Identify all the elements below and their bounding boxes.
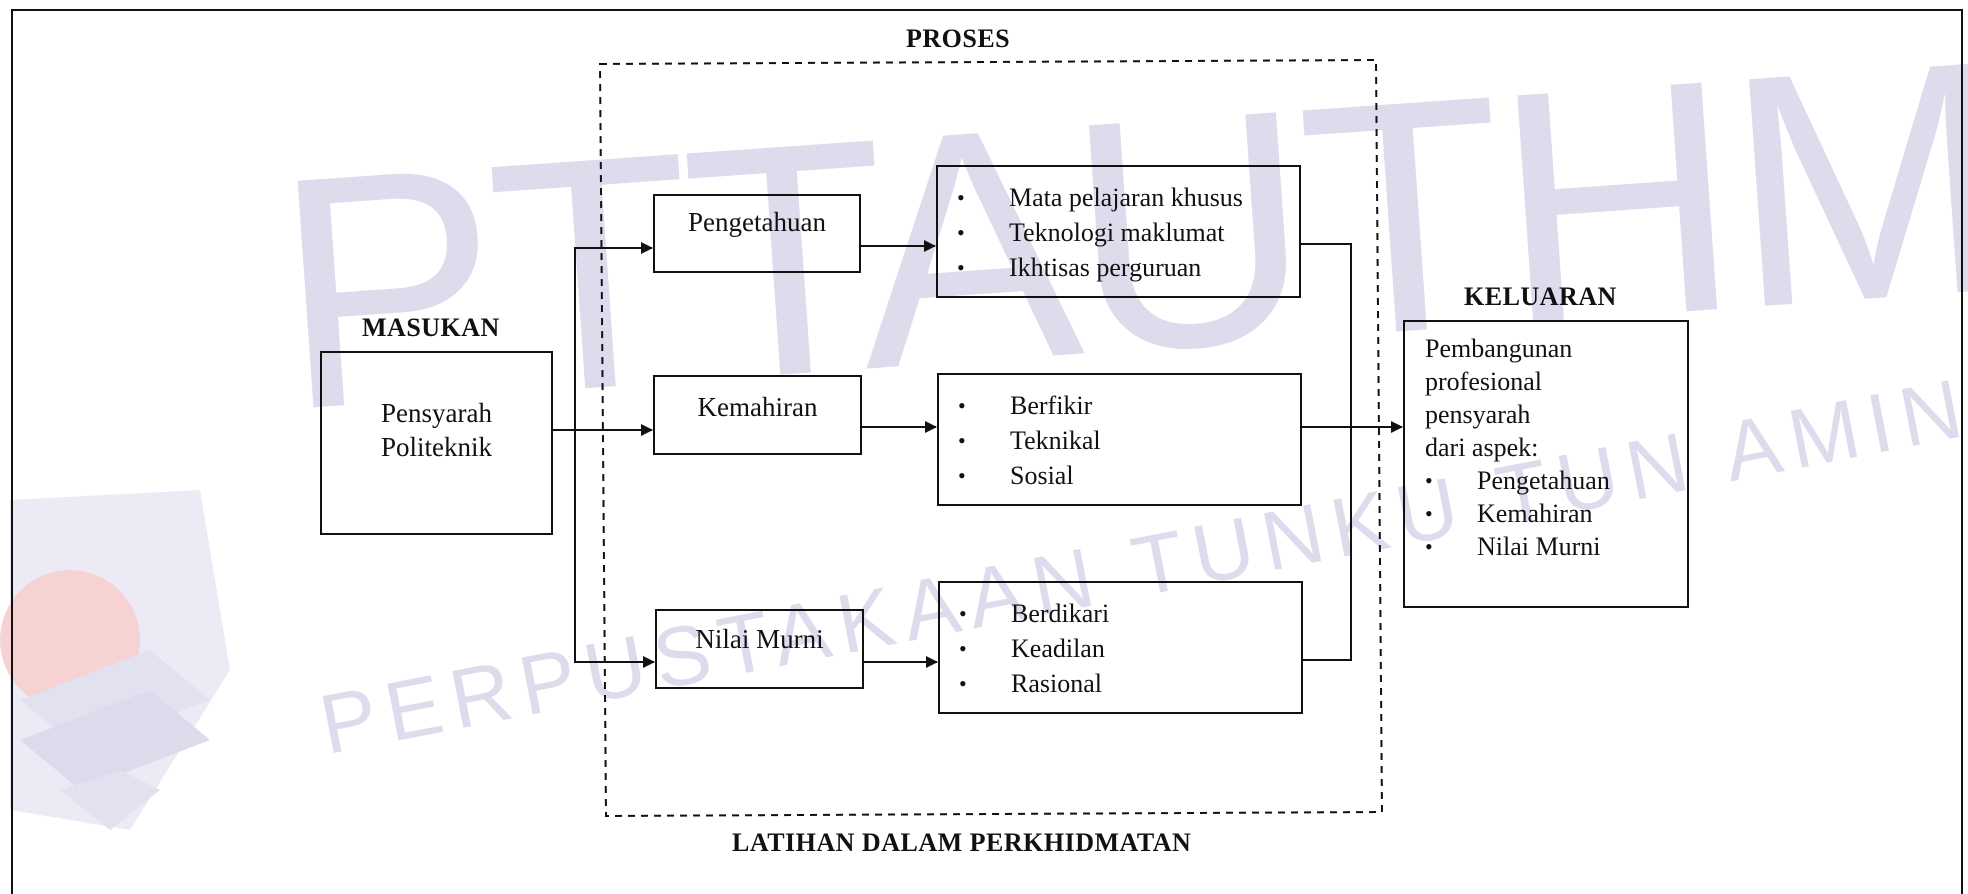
pengetahuan-detail-border [936,165,1301,298]
detail-item: •Teknikal [958,426,1101,455]
library-logo-watermark [0,490,230,830]
pengetahuan-box: Pengetahuan [688,207,826,237]
pengetahuan-details: •Mata pelajaran khusus •Teknologi maklum… [957,180,1243,285]
nilai-murni-detail-border [938,581,1303,714]
detail-item: •Ikhtisas perguruan [957,253,1202,282]
nilai-murni-details: •Berdikari •Keadilan •Rasional [959,596,1109,701]
output-bullet: •Pengetahuan [1425,466,1610,495]
nilai-murni-box: Nilai Murni [695,624,824,654]
process-dashed-frame [598,58,1384,818]
output-box-border [1403,320,1689,608]
kemahiran-box-border [653,375,862,455]
kemahiran-box: Kemahiran [697,392,818,422]
detail-item: •Keadilan [959,634,1105,663]
latihan-header: LATIHAN DALAM PERKHIDMATAN [732,828,1192,857]
input-line-1: Pensyarah [381,398,492,428]
input-line-2: Politeknik [380,432,492,462]
input-box-border [320,351,553,535]
output-line: pensyarah [1425,400,1531,429]
detail-item: •Teknologi maklumat [957,218,1225,247]
detail-item: •Rasional [959,669,1102,698]
detail-item: •Berdikari [959,599,1110,628]
detail-item: •Berfikir [958,391,1093,420]
output-line: Pembangunan [1425,334,1573,363]
output-bullet: •Nilai Murni [1425,532,1601,561]
kemahiran-details: •Berfikir •Teknikal •Sosial [958,388,1101,493]
output-box: Pembangunan profesional pensyarah dari a… [1425,332,1610,563]
outer-frame [11,9,1963,894]
proses-header: PROSES [906,24,1011,53]
nilai-murni-box-border [655,609,864,689]
masukan-header: MASUKAN [362,313,500,342]
pengetahuan-box-border [653,194,861,273]
detail-item: •Mata pelajaran khusus [957,183,1243,212]
output-line: profesional [1425,367,1542,396]
output-line: dari aspek: [1425,433,1539,462]
detail-item: •Sosial [958,461,1074,490]
kemahiran-detail-border [937,373,1302,506]
output-bullet: •Kemahiran [1425,499,1593,528]
keluaran-header: KELUARAN [1464,282,1617,311]
input-box: Pensyarah Politeknik [321,396,552,464]
